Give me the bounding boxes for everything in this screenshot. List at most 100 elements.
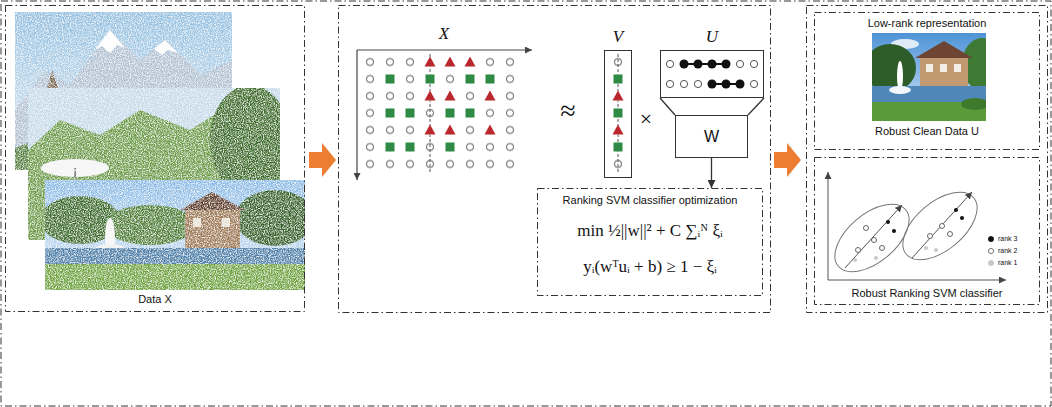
matrix-grid: [360, 54, 520, 173]
square-symbol: [425, 74, 435, 84]
funnel-side: [748, 98, 764, 115]
legend-row: rank 3: [987, 233, 1017, 245]
input-panel: Data X: [5, 5, 305, 312]
photo-tree: [872, 44, 916, 92]
photo-noise: [45, 180, 305, 290]
noisy-photo: [45, 180, 305, 290]
rank-point: [948, 232, 953, 237]
rank-direction: [912, 192, 972, 258]
rank-point: [872, 238, 877, 243]
flow-arrow: [774, 143, 801, 177]
rank-point: [880, 246, 885, 251]
output-panel: Low-rank representationRobust Clean Data…: [814, 12, 1040, 150]
photo-window: [926, 64, 933, 72]
box-outline: [815, 158, 1040, 305]
output-panel: Robust Ranking SVM classifier: [814, 157, 1040, 305]
rank-point: [928, 234, 933, 239]
photo-roof: [915, 41, 973, 58]
rank-point: [864, 226, 869, 231]
formula: min ½||w||² + C ∑ᵢᴺ ξᵢ: [577, 221, 722, 241]
legend-row: rank 2: [987, 245, 1017, 257]
box-outline: [538, 189, 763, 296]
square-symbol: [445, 108, 455, 118]
legend-row: rank 1: [987, 257, 1017, 269]
square-symbol: [613, 108, 623, 118]
flow-arrow: [309, 143, 336, 177]
weight-label: W: [704, 127, 719, 146]
legend-swatch: [988, 248, 993, 253]
square-symbol: [405, 142, 415, 152]
matrix-label: V: [613, 27, 623, 47]
triangle-symbol: [445, 57, 456, 67]
rank-point: [940, 224, 945, 229]
optimization-box: Ranking SVM classifier optimization min ½…: [537, 188, 763, 296]
box-title: Ranking SVM classifier optimization: [563, 194, 738, 207]
coefficient-matrix: U: [660, 50, 764, 98]
rank-point: [960, 216, 964, 220]
rank-point: [934, 248, 938, 252]
data-matrix: X: [356, 48, 532, 180]
rank-point: [924, 246, 928, 250]
photo-bush: [961, 98, 986, 110]
photo-sky: [45, 180, 305, 290]
matrix-grid: [608, 54, 628, 173]
legend-text: rank 1: [998, 259, 1017, 267]
triangle-symbol: [425, 91, 436, 101]
rank-direction: [845, 205, 902, 268]
basis-matrix: V: [604, 50, 632, 178]
rank-point: [856, 248, 861, 253]
legend-swatch: [988, 236, 993, 241]
legend: rank 3 rank 2 rank 1: [987, 233, 1017, 269]
rank-point: [886, 220, 890, 224]
filled-dot: [694, 60, 703, 69]
chart-axis: [828, 280, 1006, 281]
filled-dot: [722, 80, 731, 89]
column-marker: [430, 54, 431, 172]
matrix-axis: [356, 50, 357, 180]
triangle-symbol: [425, 125, 436, 135]
triangle-symbol: [485, 91, 496, 101]
photo-house: [920, 56, 968, 88]
box-outline: [814, 157, 1040, 305]
rank-point: [892, 229, 896, 233]
triangle-symbol: [445, 125, 456, 135]
matrix-label: X: [439, 24, 449, 44]
square-symbol: [385, 74, 395, 84]
panel-caption: Robust Ranking SVM classifier: [851, 287, 1002, 300]
legend-swatch: [987, 235, 995, 243]
formula: yᵢ(wᵀuᵢ + b) ≥ 1 − ξᵢ: [583, 257, 717, 277]
square-symbol: [385, 108, 395, 118]
square-symbol: [385, 142, 395, 152]
legend-swatch: [987, 259, 995, 267]
legend-text: rank 2: [998, 247, 1017, 255]
connector: [660, 98, 675, 115]
times-sign: ×: [640, 106, 652, 132]
rank-point: [853, 258, 857, 262]
filled-dot: [722, 60, 731, 69]
middle-panel: [339, 6, 771, 313]
triangle-symbol: [445, 91, 456, 101]
panel-title: Low-rank representation: [868, 17, 987, 30]
class-ellipse: [891, 179, 989, 272]
legend-swatch: [987, 247, 995, 255]
matrix-label: U: [706, 27, 718, 47]
matrix-axis: [357, 49, 532, 50]
clean-photo: [872, 33, 986, 121]
approx-sign: ≈: [560, 94, 575, 128]
matrix-grid: [663, 54, 761, 94]
filled-dot: [736, 80, 745, 89]
square-symbol: [465, 108, 475, 118]
square-symbol: [485, 74, 495, 84]
square-symbol: [405, 108, 415, 118]
photo-fountain: [889, 86, 911, 94]
chart-axis: [828, 172, 829, 280]
legend-text: rank 3: [998, 235, 1017, 243]
filled-dot: [708, 60, 717, 69]
triangle-symbol: [485, 125, 496, 135]
connector: [711, 158, 712, 188]
